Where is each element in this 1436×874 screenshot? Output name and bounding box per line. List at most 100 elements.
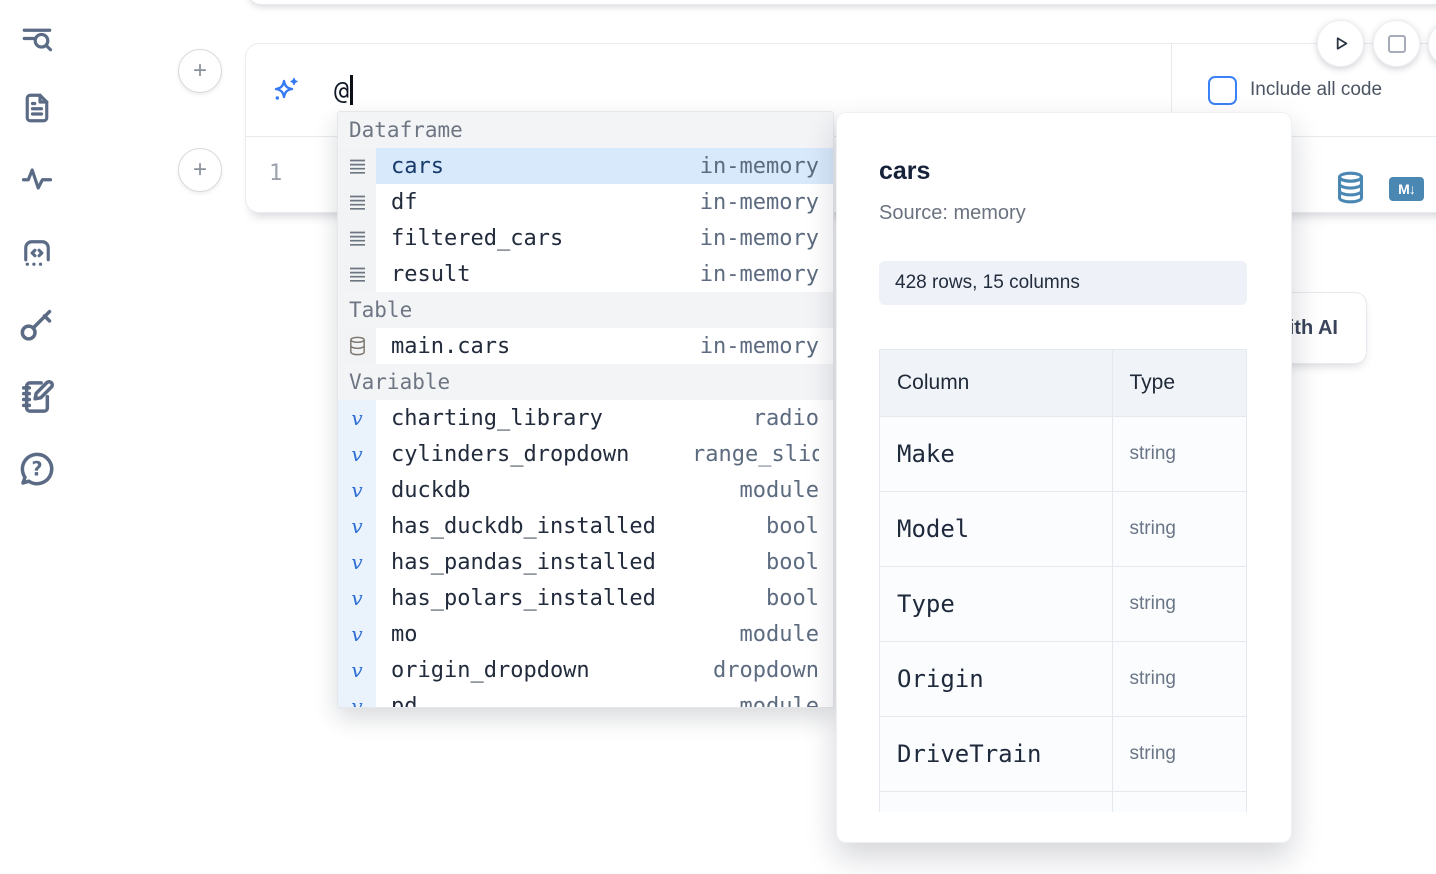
item-name: has_duckdb_installed — [391, 513, 656, 539]
table-database-icon — [349, 336, 365, 356]
help-chat-icon[interactable]: ? — [17, 449, 57, 489]
item-name: has_pandas_installed — [391, 549, 656, 575]
dataframe-rows-icon — [349, 231, 365, 246]
schema-column-type: string — [1111, 416, 1247, 492]
autocomplete-item-cars[interactable]: cars in-memory — [338, 148, 833, 184]
text-cursor — [350, 75, 353, 105]
item-name: origin_dropdown — [391, 657, 590, 683]
schema-row — [879, 791, 1247, 812]
notebook-pen-icon[interactable] — [17, 377, 57, 417]
schema-column-type: string — [1111, 641, 1247, 717]
item-kind-gutter — [338, 148, 376, 184]
code-cell-icon[interactable] — [19, 235, 55, 271]
item-kind-gutter — [338, 256, 376, 292]
dataframe-preview-panel: cars Source: memory 428 rows, 15 columns… — [836, 112, 1292, 843]
item-kind-gutter: v — [338, 472, 376, 508]
key-icon[interactable] — [17, 305, 57, 345]
toc-search-icon[interactable] — [19, 22, 55, 58]
variable-icon: v — [351, 514, 363, 538]
variable-icon: v — [351, 586, 363, 610]
preview-shape-badge: 428 rows, 15 columns — [879, 261, 1247, 305]
schema-column-name: Model — [879, 491, 1113, 567]
item-kind-gutter: v — [338, 616, 376, 652]
dataframe-rows-icon — [349, 159, 365, 174]
item-name: mo — [391, 621, 418, 647]
schema-column-type: string — [1111, 566, 1247, 642]
include-all-code-checkbox[interactable] — [1208, 75, 1237, 105]
convert-markdown-icon[interactable]: M↓ — [1389, 177, 1424, 201]
variable-icon: v — [351, 442, 363, 466]
variable-icon: v — [351, 658, 363, 682]
item-kind-gutter: v — [338, 400, 376, 436]
preview-source: Source: memory — [879, 202, 1026, 224]
schema-column-name: Make — [879, 416, 1113, 492]
item-type: radio — [752, 405, 819, 431]
autocomplete-item-mo[interactable]: v mo module — [338, 616, 833, 652]
previous-cell — [247, 0, 1436, 5]
dataframe-rows-icon — [349, 267, 365, 282]
variable-icon: v — [351, 550, 363, 574]
item-kind-gutter — [338, 328, 376, 364]
item-name: filtered_cars — [391, 225, 564, 251]
autocomplete-section-header: Dataframe — [338, 112, 833, 148]
schema-column-type — [1111, 791, 1247, 812]
dataframe-rows-icon — [349, 195, 365, 210]
variable-icon: v — [351, 622, 363, 646]
autocomplete-item-filtered_cars[interactable]: filtered_cars in-memory — [338, 220, 833, 256]
item-type: in-memory — [699, 189, 819, 215]
ai-prompt-input[interactable]: @ — [334, 75, 353, 105]
item-type: dropdown — [713, 657, 819, 683]
add-cell-below-button[interactable]: + — [178, 148, 222, 192]
schema-column-name: Type — [879, 566, 1113, 642]
item-type: in-memory — [699, 153, 819, 179]
item-type: in-memory — [699, 333, 819, 359]
variable-icon: v — [351, 478, 363, 502]
item-type: in-memory — [699, 225, 819, 251]
autocomplete-item-main.cars[interactable]: main.cars in-memory — [338, 328, 833, 364]
add-cell-above-button[interactable]: + — [178, 49, 222, 93]
autocomplete-section-header: Table — [338, 292, 833, 328]
include-all-code-group: Include all code — [1171, 44, 1436, 136]
schema-column-name: Origin — [879, 641, 1113, 717]
item-kind-gutter: v — [338, 508, 376, 544]
autocomplete-item-origin_dropdown[interactable]: v origin_dropdown dropdown — [338, 652, 833, 688]
item-type: bool — [766, 513, 819, 539]
activity-icon[interactable] — [19, 161, 55, 197]
item-type: module — [739, 621, 819, 647]
item-name: cars — [391, 153, 444, 179]
file-document-icon[interactable] — [19, 90, 55, 126]
item-name: duckdb — [391, 477, 471, 503]
convert-sql-database-icon[interactable] — [1335, 170, 1366, 205]
variable-icon: v — [351, 406, 363, 430]
run-cell-button[interactable] — [1317, 20, 1364, 67]
code-editor[interactable]: 1 — [246, 137, 1436, 212]
include-all-code-label: Include all code — [1250, 79, 1383, 100]
line-number: 1 — [269, 161, 283, 186]
stop-button[interactable] — [1373, 20, 1420, 67]
autocomplete-item-has_duckdb_installed[interactable]: v has_duckdb_installed bool — [338, 508, 833, 544]
item-name: result — [391, 261, 471, 287]
schema-column-type: string — [1111, 491, 1247, 567]
item-kind-gutter: v — [338, 652, 376, 688]
item-kind-gutter — [338, 220, 376, 256]
item-kind-gutter — [338, 184, 376, 220]
item-name: main.cars — [391, 333, 511, 359]
item-type: bool — [766, 585, 819, 611]
